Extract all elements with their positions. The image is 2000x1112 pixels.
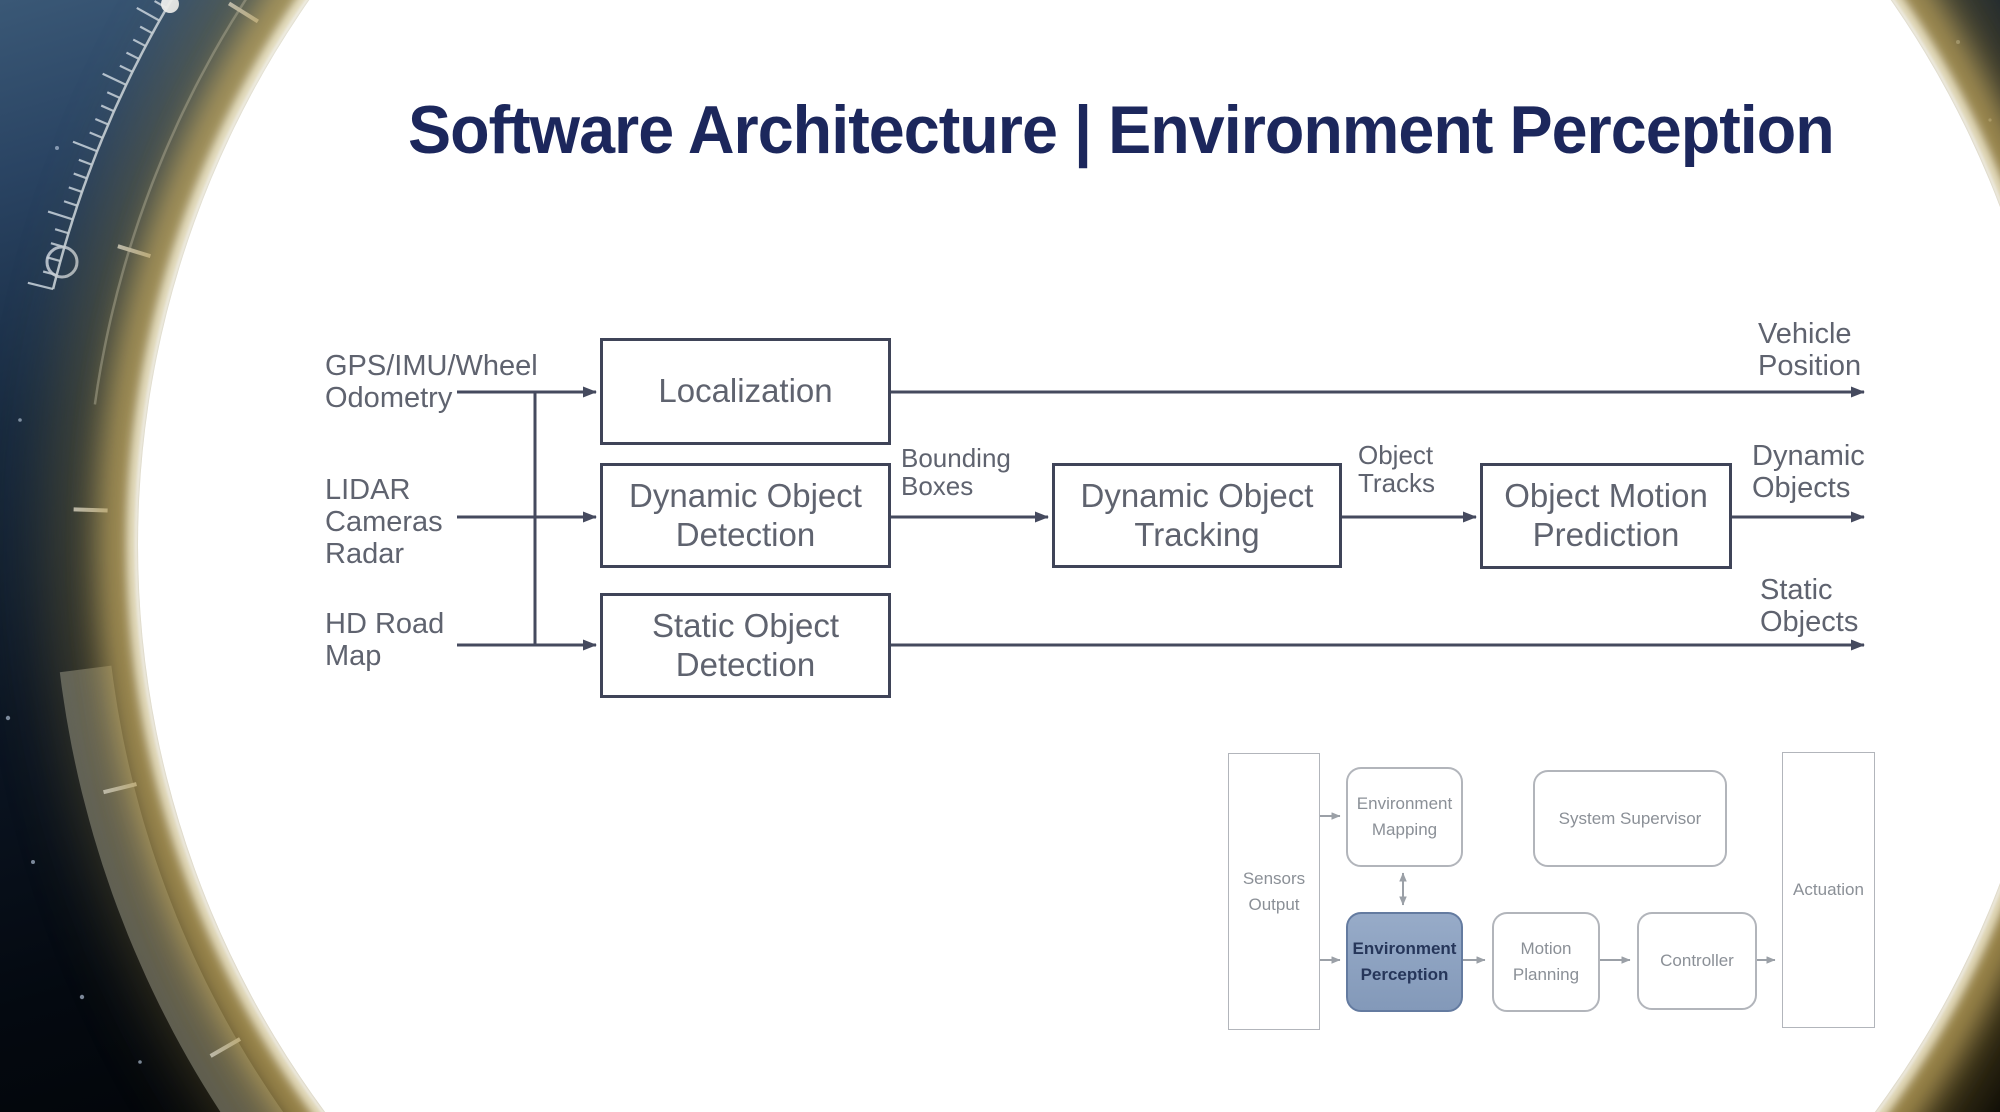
inset-line: Mapping xyxy=(1371,820,1438,839)
ruler-tick xyxy=(54,228,69,235)
edge-label-bounding-boxes: Bounding Boxes xyxy=(901,444,1011,500)
inset-line: Perception xyxy=(1360,965,1449,984)
inset-block-actuation: Actuation xyxy=(1782,752,1875,1028)
output-line: Position xyxy=(1758,350,1862,382)
ruler-tick xyxy=(136,6,161,22)
output-line: Dynamic xyxy=(1752,440,1865,472)
ruler-tick xyxy=(78,158,93,166)
bright-dot xyxy=(161,0,179,13)
inset-block-motion-planning: Motion Planning xyxy=(1492,912,1600,1012)
slide-title: Software Architecture | Environment Perc… xyxy=(408,92,1835,168)
ruler-tick xyxy=(73,172,88,180)
input-line: Odometry xyxy=(325,382,453,414)
inset-block-environment-mapping: Environment Mapping xyxy=(1346,767,1463,867)
inset-line: Controller xyxy=(1660,951,1734,970)
inset-line: Environment xyxy=(1352,939,1457,958)
ruler-tick xyxy=(106,91,121,100)
block-dynamic-object-tracking: Dynamic Object Tracking xyxy=(1052,463,1342,568)
edge-label-object-tracks: Object Tracks xyxy=(1358,441,1435,497)
star xyxy=(5,715,11,721)
edge-label-line: Boxes xyxy=(901,471,974,501)
ruler-tick xyxy=(89,131,104,139)
inset-line: Actuation xyxy=(1793,880,1864,899)
input-line: HD Road xyxy=(325,608,445,640)
output-line: Objects xyxy=(1760,606,1859,638)
ruler-tick xyxy=(72,140,98,153)
star xyxy=(31,860,35,864)
output-line: Objects xyxy=(1752,472,1851,504)
block-object-motion-prediction: Object Motion Prediction xyxy=(1480,463,1732,569)
ring-bright-line xyxy=(135,0,2000,1112)
inset-line: Planning xyxy=(1512,965,1580,984)
input-line: LIDAR xyxy=(325,474,411,506)
output-label-static-objects: Static Objects xyxy=(1760,574,1858,638)
ring-halo-outer xyxy=(53,0,2000,1112)
ruler-tick xyxy=(139,25,153,35)
ruler-tick xyxy=(46,256,61,263)
ring-halo-gold xyxy=(100,0,2000,1112)
ruler-tick xyxy=(27,281,54,291)
edge-label-line: Object xyxy=(1358,440,1434,470)
ruler-tick xyxy=(94,117,109,126)
input-label-lidar-cameras-radar: LIDAR Cameras Radar xyxy=(325,474,443,570)
inset-block-environment-perception: Environment Perception xyxy=(1346,912,1463,1012)
inset-line: System Supervisor xyxy=(1558,808,1702,828)
ruler-tick xyxy=(102,72,127,86)
ruler-tick xyxy=(119,64,133,73)
edge-label-line: Tracks xyxy=(1358,468,1436,498)
input-label-hd-road-map: HD Road Map xyxy=(325,608,444,672)
inset-line: Sensors xyxy=(1242,868,1306,888)
ruler-tick xyxy=(47,210,74,221)
input-line: Map xyxy=(325,640,382,672)
block-static-object-detection: Static Object Detection xyxy=(600,593,891,698)
input-line: GPS/IMU/Wheel xyxy=(325,350,538,382)
star xyxy=(79,994,85,1000)
input-label-gps-imu-wheel-odometry: GPS/IMU/Wheel Odometry xyxy=(325,350,538,414)
ruler-tick xyxy=(68,186,83,194)
circle-marker xyxy=(45,245,79,279)
ruler-tick xyxy=(100,104,115,113)
output-label-dynamic-objects: Dynamic Objects xyxy=(1752,440,1865,504)
inset-block-controller: Controller xyxy=(1637,912,1757,1010)
output-label-vehicle-position: Vehicle Position xyxy=(1758,318,1861,382)
input-line: Cameras xyxy=(325,506,443,538)
ruler-tick xyxy=(132,38,147,48)
inset-line: Motion xyxy=(1520,939,1572,958)
inset-line: Environment xyxy=(1356,794,1453,813)
inset-block-system-supervisor: System Supervisor xyxy=(1533,770,1727,867)
inset-line: Output xyxy=(1248,894,1300,914)
output-line: Vehicle xyxy=(1758,318,1852,350)
output-line: Static xyxy=(1760,574,1833,606)
star xyxy=(55,146,59,150)
block-dynamic-object-detection: Dynamic Object Detection xyxy=(600,463,891,568)
inset-block-sensors-output: Sensors Output xyxy=(1228,753,1320,1030)
star xyxy=(138,1060,142,1064)
input-line: Radar xyxy=(325,538,404,570)
ruler-tick xyxy=(63,200,78,207)
block-localization: Localization xyxy=(600,338,891,445)
star xyxy=(18,418,22,422)
ring-glow xyxy=(127,0,2000,1112)
ruler-tick xyxy=(125,51,140,60)
edge-label-line: Bounding xyxy=(901,443,1011,473)
